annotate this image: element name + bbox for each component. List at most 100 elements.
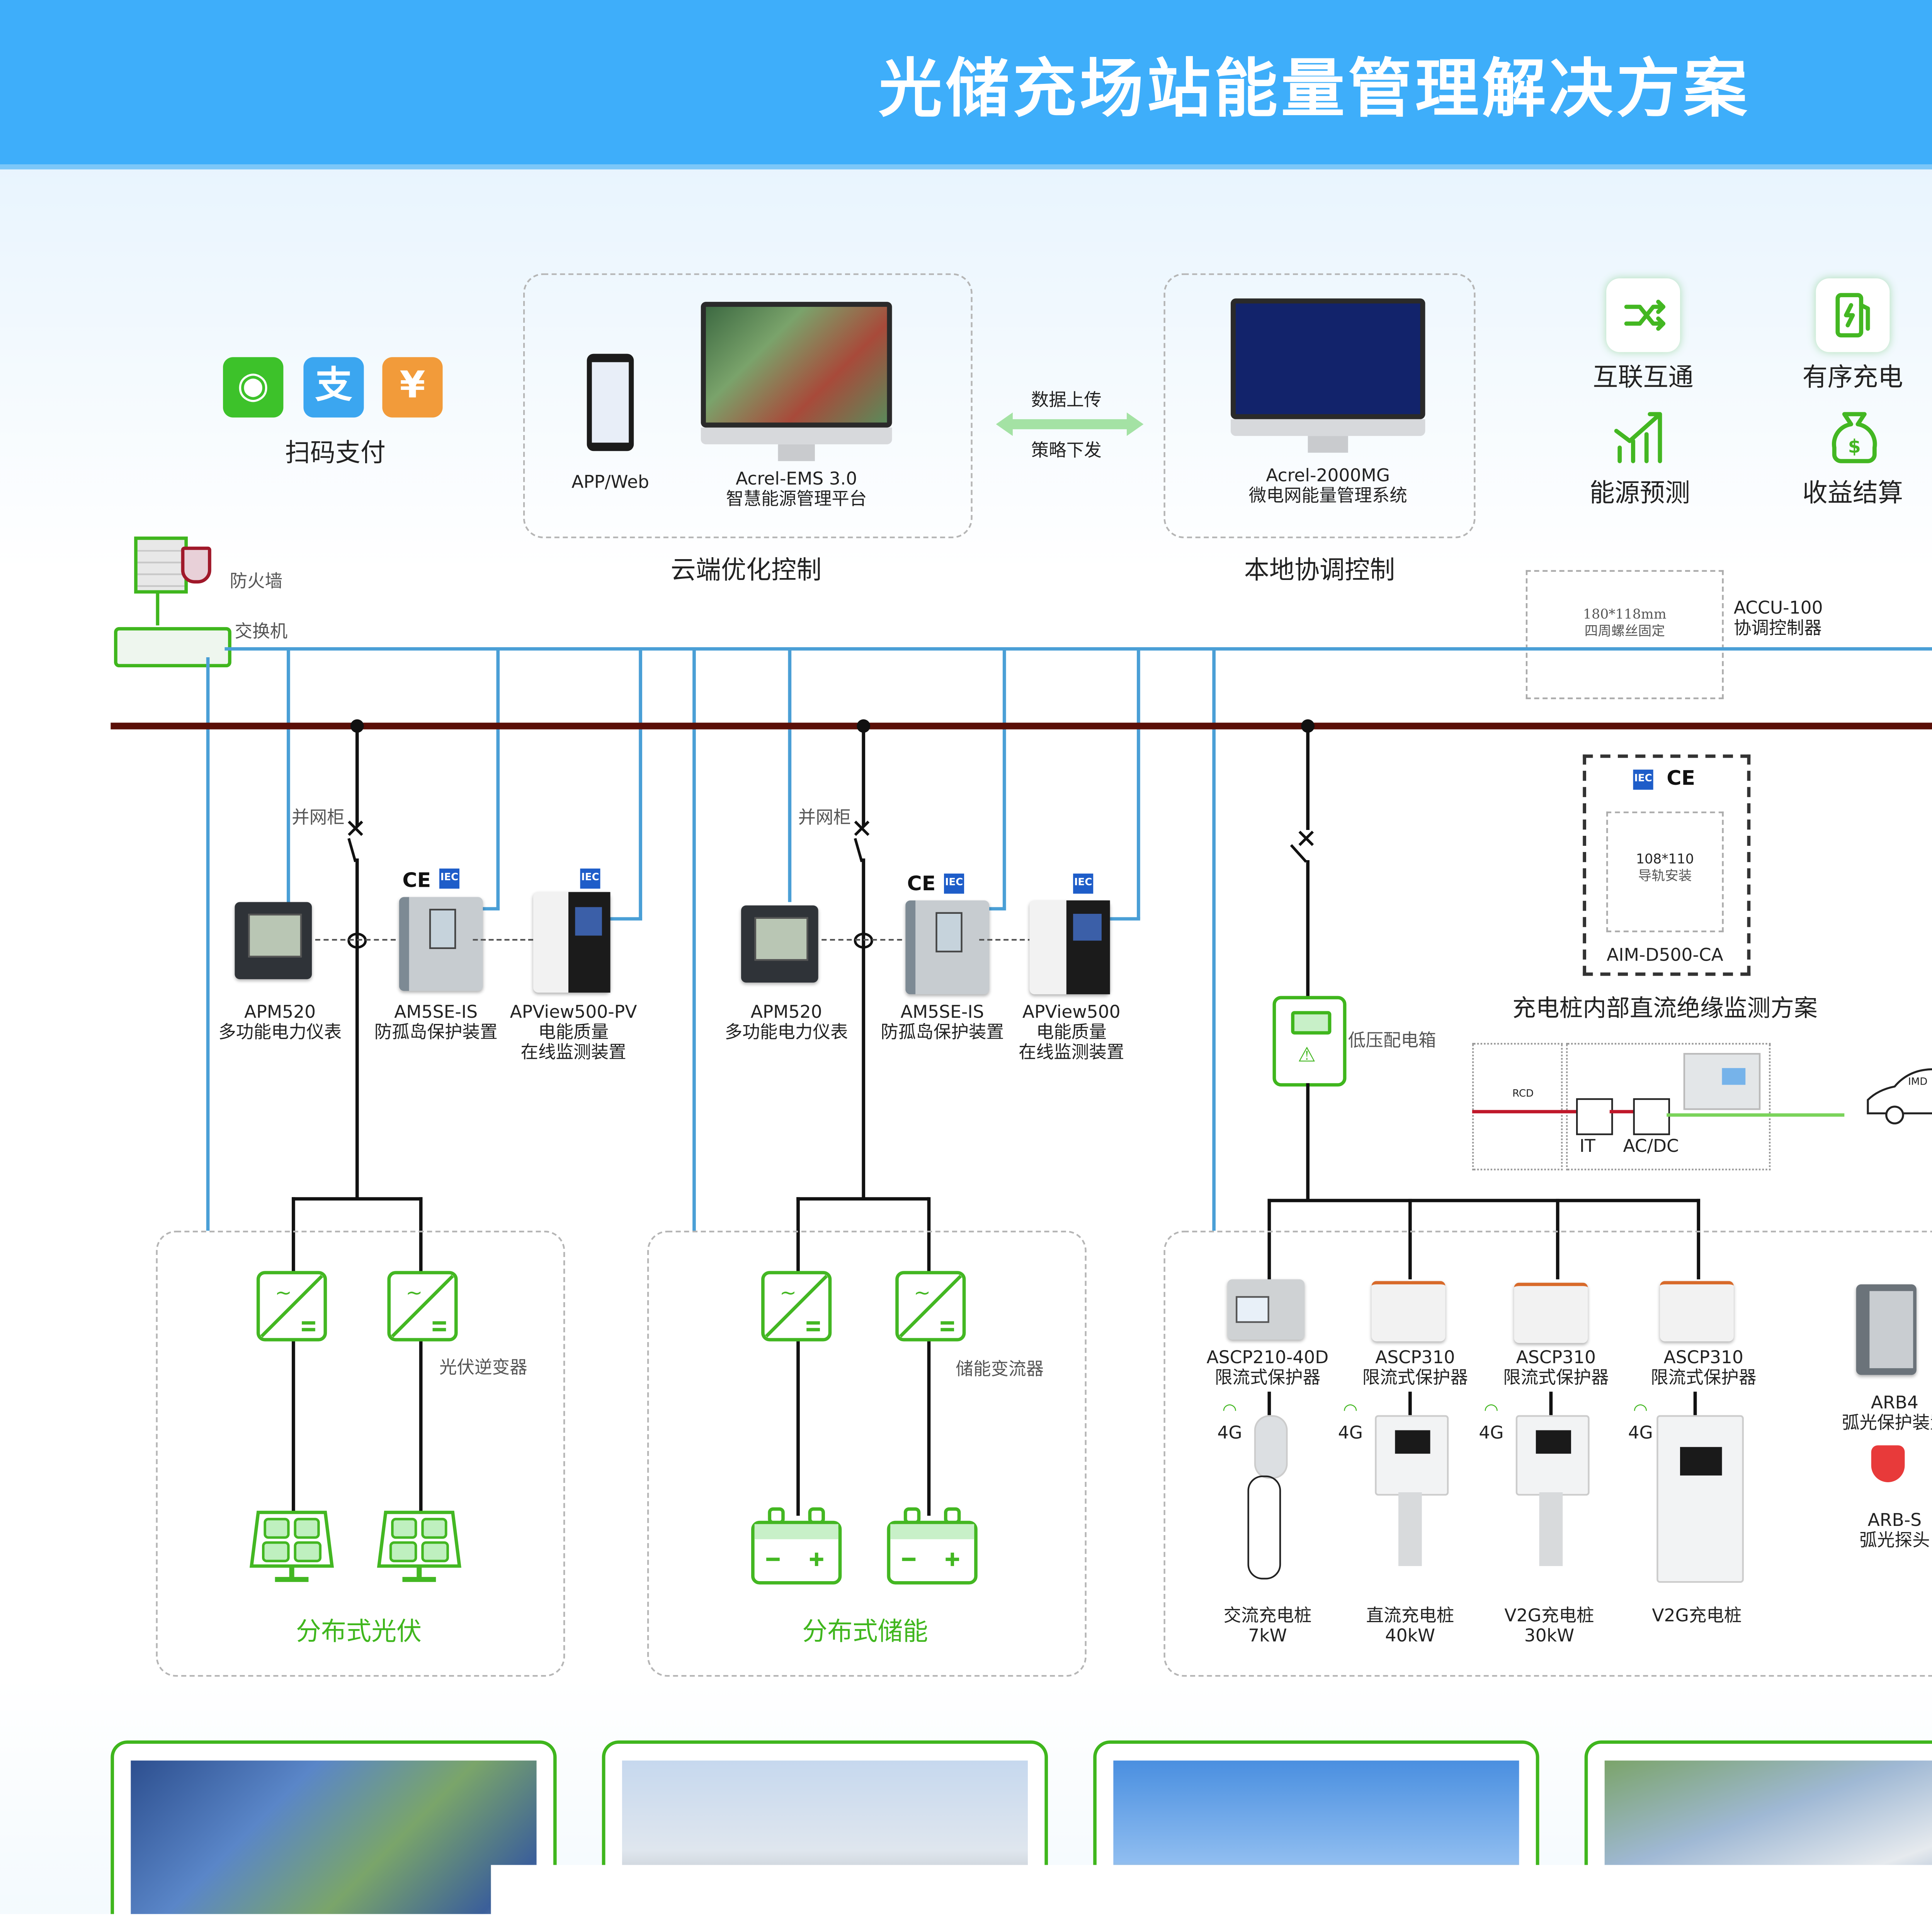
iec-mark: IEC (1073, 874, 1093, 894)
comm-line (639, 647, 642, 919)
trend-chart-icon (1606, 407, 1680, 468)
dc-green-line (1667, 1113, 1844, 1116)
pcs-icon: ~ (894, 1269, 968, 1343)
app-web-label: APP/Web (560, 473, 660, 493)
apm520-storage-meter (741, 905, 818, 983)
charger-0-protector-desc: 限流式保护器 (1201, 1368, 1335, 1388)
scenario-card[interactable]: 高速公路 (1093, 1740, 1539, 1932)
feature-label-1: 有序充电 (1786, 364, 1920, 393)
charger-post (1539, 1492, 1563, 1566)
inverter-icon: ~ (386, 1269, 459, 1343)
v2g-charger-image (1656, 1415, 1744, 1583)
apm520-pv-meter (235, 902, 312, 980)
imd-label: IMD (1908, 1077, 1927, 1088)
feature-label-0: 互联互通 (1576, 364, 1710, 393)
comm-bus (224, 647, 1932, 651)
pv-dev-2-name: APView500-PV (503, 1003, 644, 1023)
comm-line (206, 657, 210, 1231)
charger-2-protector-desc: 限流式保护器 (1489, 1368, 1623, 1388)
pv-dev-1-name: AM5SE-IS (366, 1003, 507, 1023)
comm-line (1003, 647, 1006, 909)
interconnect-icon (1606, 278, 1680, 352)
upload-label: 数据上传 (1006, 391, 1127, 411)
svg-text:~: ~ (275, 1281, 292, 1304)
wifi-icon: ◠ (1633, 1402, 1648, 1420)
branch-line (355, 726, 359, 827)
charger-2-pile: V2G充电桩 (1482, 1606, 1616, 1626)
payment-label: 扫码支付 (252, 439, 419, 468)
feature-label-3: 能源预测 (1573, 480, 1707, 508)
accu-name: ACCU-100 (1734, 599, 1823, 619)
ct-link (473, 939, 533, 940)
solar-panel-icon (376, 1509, 463, 1586)
comm-line (1212, 647, 1216, 1231)
storage-cabinet-label: 并网柜 (798, 808, 851, 828)
ascp310-protector-device (1372, 1281, 1446, 1341)
ct-link (821, 939, 902, 940)
charger-3-protector-desc: 限流式保护器 (1636, 1368, 1770, 1388)
page-title: 光储充场站能量管理解决方案 (0, 37, 1932, 129)
pv-caption: 分布式光伏 (275, 1618, 443, 1646)
pcs-label: 储能变流器 (956, 1360, 1044, 1380)
microgrid-monitor-image (1231, 298, 1425, 419)
firewall-link (156, 592, 160, 626)
wifi-icon: ◠ (1484, 1402, 1498, 1420)
scenario-card[interactable]: 智慧园区 (1585, 1740, 1932, 1932)
ct-link (315, 939, 396, 940)
storage-dev-0-name: APM520 (716, 1003, 857, 1023)
ac-charger-image (1254, 1415, 1288, 1479)
accu-size: 180*118mm (1526, 607, 1724, 624)
iec-mark: IEC (944, 874, 964, 894)
branch-split (292, 1197, 422, 1201)
storage-dev-1-name: AM5SE-IS (872, 1003, 1013, 1023)
svg-text:$: $ (1848, 436, 1861, 457)
wifi-icon: ◠ (1222, 1402, 1237, 1420)
branch-line (1694, 1392, 1697, 1415)
ct-link (979, 939, 1033, 940)
acdc-label: AC/DC (1623, 1137, 1679, 1157)
svg-text:~: ~ (780, 1281, 797, 1304)
mg-name: Acrel-2000MG (1219, 466, 1437, 486)
local-caption: 本地协调控制 (1211, 557, 1429, 585)
comm-line (1110, 917, 1140, 921)
ascp310-protector-device (1514, 1283, 1588, 1343)
ascp210-protector-device (1227, 1279, 1304, 1340)
wifi-icon: ◠ (1343, 1402, 1358, 1420)
scenario-card[interactable]: 分布式光伏 (111, 1740, 556, 1932)
pv-dev-2-desc2: 在线监测装置 (503, 1043, 644, 1063)
feature-label-4: 收益结算 (1786, 480, 1920, 508)
charging-station-icon (1816, 278, 1889, 352)
pv-dev-0-desc: 多功能电力仪表 (209, 1023, 350, 1043)
branch-line (1306, 726, 1310, 830)
svg-text:~: ~ (406, 1281, 423, 1304)
ce-mark: CE (1667, 766, 1695, 790)
rcd-label: RCD (1512, 1088, 1534, 1102)
comm-line (287, 647, 290, 902)
wechat-pay-icon: ◉ (223, 357, 283, 417)
ac-busbar (111, 723, 1932, 729)
aim-scheme-title: 充电桩内部直流绝缘监测方案 (1476, 996, 1855, 1025)
charger-2-power: 30kW (1482, 1626, 1616, 1646)
charging-cable (1247, 1476, 1281, 1580)
scenario-card[interactable]: 分布式储能 (602, 1740, 1048, 1932)
charger-post (1398, 1492, 1422, 1566)
accu-mount: 四周螺丝固定 (1526, 624, 1724, 640)
charger-1-pile: 直流充电桩 (1343, 1606, 1477, 1626)
aim-d500-device-image (1684, 1053, 1761, 1110)
ems-desc: 智慧能源管理平台 (687, 490, 905, 510)
aim-name: AIM-D500-CA (1583, 946, 1747, 966)
comm-line (496, 647, 500, 909)
charger-0-power: 7kW (1201, 1626, 1335, 1646)
aim-size: 108*110 (1606, 852, 1724, 868)
pv-group (156, 1231, 565, 1677)
switch-label: 交换机 (235, 622, 288, 642)
branch-line (355, 859, 359, 1199)
it-label: IT (1580, 1137, 1595, 1157)
charger-1-protector: ASCP310 (1348, 1348, 1482, 1368)
rcd-section (1472, 1043, 1563, 1170)
storage-dev-2-desc2: 在线监测装置 (1001, 1043, 1142, 1063)
red-line (1472, 1110, 1576, 1113)
ems-name: Acrel-EMS 3.0 (687, 469, 905, 490)
alipay-icon: 支 (303, 357, 364, 417)
storage-caption: 分布式储能 (781, 1618, 949, 1646)
